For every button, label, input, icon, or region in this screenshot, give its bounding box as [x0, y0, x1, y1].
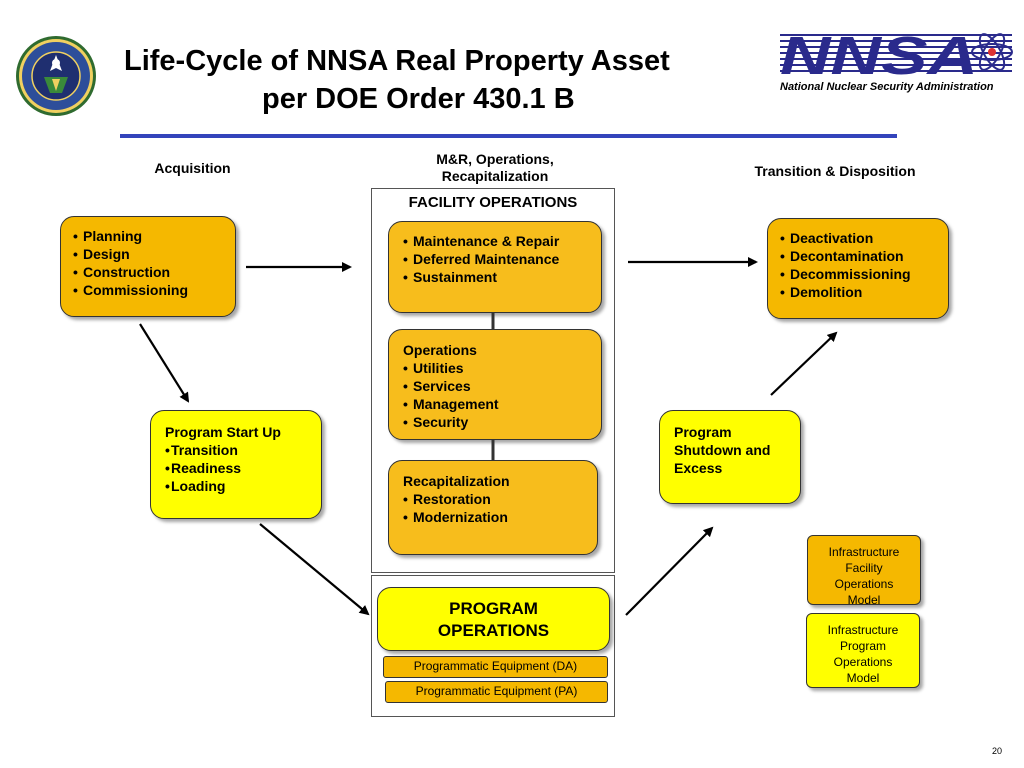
header-acquisition: Acquisition: [154, 160, 231, 176]
nnsa-logo-icon: NNSA: [780, 30, 1013, 86]
programmatic-equipment-pa: Programmatic Equipment (PA): [385, 681, 608, 703]
programmatic-equipment-da: Programmatic Equipment (DA): [383, 656, 608, 678]
program-shutdown-box: Program Shutdown and Excess: [659, 410, 801, 504]
recapitalization-heading: Recapitalization: [403, 473, 510, 489]
list-item: Services: [403, 377, 601, 395]
program-operations-line-2: OPERATIONS: [437, 621, 550, 640]
list-item: Design: [73, 245, 235, 263]
list-item: Transition: [165, 441, 321, 459]
doe-seal-icon: [16, 36, 96, 116]
list-item: Security: [403, 413, 601, 431]
shutdown-line-2: Shutdown and: [674, 442, 771, 458]
header-mr-line-1: M&R, Operations,: [436, 151, 554, 167]
list-item: Restoration: [403, 490, 597, 508]
shutdown-line-1: Program: [674, 424, 732, 440]
legend-line: Model: [847, 593, 881, 607]
recapitalization-box: Recapitalization Restoration Modernizati…: [388, 460, 598, 555]
facility-operations-title: FACILITY OPERATIONS: [408, 194, 578, 211]
legend-program-operations-model: Infrastructure Program Operations Model: [806, 613, 920, 688]
title-divider: [120, 134, 897, 138]
list-item: Commissioning: [73, 281, 235, 299]
legend-line: Program: [839, 639, 886, 653]
header-transition-disposition: Transition & Disposition: [754, 163, 916, 179]
operations-heading: Operations: [403, 342, 477, 358]
header-mr-line-2: Recapitalization: [441, 168, 549, 184]
list-item: Modernization: [403, 508, 597, 526]
list-item: Decommissioning: [780, 265, 948, 283]
legend-line: Operations: [834, 577, 894, 591]
list-item: Readiness: [165, 459, 321, 477]
legend-line: Infrastructure: [828, 545, 900, 559]
arrow-acquisition-to-startup: [139, 323, 190, 403]
list-item: Management: [403, 395, 601, 413]
header-mr-operations: M&R, Operations, Recapitalization: [400, 151, 590, 185]
list-item: Demolition: [780, 283, 948, 301]
arrow-program-ops-to-shutdown: [625, 526, 714, 616]
list-item: Deactivation: [780, 229, 948, 247]
list-item: Utilities: [403, 359, 601, 377]
list-item: Decontamination: [780, 247, 948, 265]
operations-box: Operations Utilities Services Management…: [388, 329, 602, 440]
arrow-startup-to-program-ops: [259, 523, 370, 616]
svg-text:NNSA: NNSA: [780, 30, 978, 86]
legend-line: Facility: [845, 561, 883, 575]
title-line-2: per DOE Order 430.1 B: [262, 83, 575, 115]
title-line-1: Life-Cycle of NNSA Real Property Asset: [124, 45, 670, 77]
legend-line: Infrastructure: [827, 623, 899, 637]
legend-line: Model: [846, 671, 880, 685]
list-item: Construction: [73, 263, 235, 281]
list-item: Maintenance & Repair: [403, 232, 601, 250]
shutdown-line-3: Excess: [674, 460, 723, 476]
acquisition-box: Planning Design Construction Commissioni…: [60, 216, 236, 317]
program-operations-line-1: PROGRAM: [449, 599, 538, 618]
program-startup-box: Program Start Up Transition Readiness Lo…: [150, 410, 322, 519]
list-item: Deferred Maintenance: [403, 250, 601, 268]
page-number: 20: [991, 746, 1002, 756]
legend-line: Operations: [833, 655, 893, 669]
list-item: Planning: [73, 227, 235, 245]
program-operations-box: PROGRAM OPERATIONS: [377, 587, 610, 651]
list-item: Sustainment: [403, 268, 601, 286]
legend-facility-operations-model: Infrastructure Facility Operations Model: [807, 535, 921, 607]
disposition-box: Deactivation Decontamination Decommissio…: [767, 218, 949, 319]
nnsa-subtitle: National Nuclear Security Administration: [780, 81, 994, 93]
list-item: Loading: [165, 477, 321, 495]
program-startup-heading: Program Start Up: [165, 424, 281, 440]
arrow-shutdown-to-disposition: [770, 331, 838, 396]
maintenance-repair-box: Maintenance & Repair Deferred Maintenanc…: [388, 221, 602, 313]
